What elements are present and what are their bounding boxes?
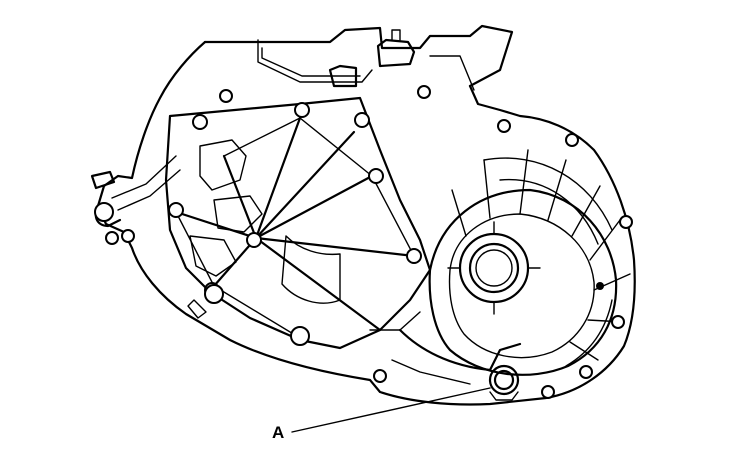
bolt bbox=[219, 89, 233, 103]
bolt bbox=[565, 133, 579, 147]
bolt bbox=[497, 119, 511, 133]
bolt bbox=[168, 202, 184, 218]
callout-label-a: A bbox=[272, 423, 285, 442]
bolt bbox=[541, 385, 555, 399]
vent-hole bbox=[596, 282, 604, 290]
rib-pattern bbox=[174, 116, 416, 339]
bolt bbox=[246, 232, 262, 248]
drain-plug bbox=[488, 364, 520, 401]
bolt bbox=[354, 112, 370, 128]
bolt bbox=[290, 326, 310, 346]
case-panel bbox=[164, 96, 432, 350]
input-shaft-bearing bbox=[447, 221, 541, 315]
top-housing bbox=[203, 24, 514, 91]
lower-flange bbox=[369, 311, 522, 385]
bolt bbox=[373, 369, 387, 383]
bolt bbox=[406, 248, 422, 264]
shift-linkage bbox=[90, 155, 181, 245]
bolt bbox=[368, 168, 384, 184]
bolt bbox=[579, 365, 593, 379]
bolt bbox=[192, 114, 208, 130]
bolt bbox=[611, 315, 625, 329]
bolt bbox=[619, 215, 633, 229]
callout-leader-line bbox=[291, 387, 491, 433]
bolt bbox=[294, 102, 310, 118]
case-outline bbox=[96, 40, 636, 406]
case-bolts bbox=[168, 85, 633, 399]
bellhousing bbox=[428, 149, 631, 376]
bolt bbox=[417, 85, 431, 99]
left-fitting bbox=[187, 284, 224, 319]
